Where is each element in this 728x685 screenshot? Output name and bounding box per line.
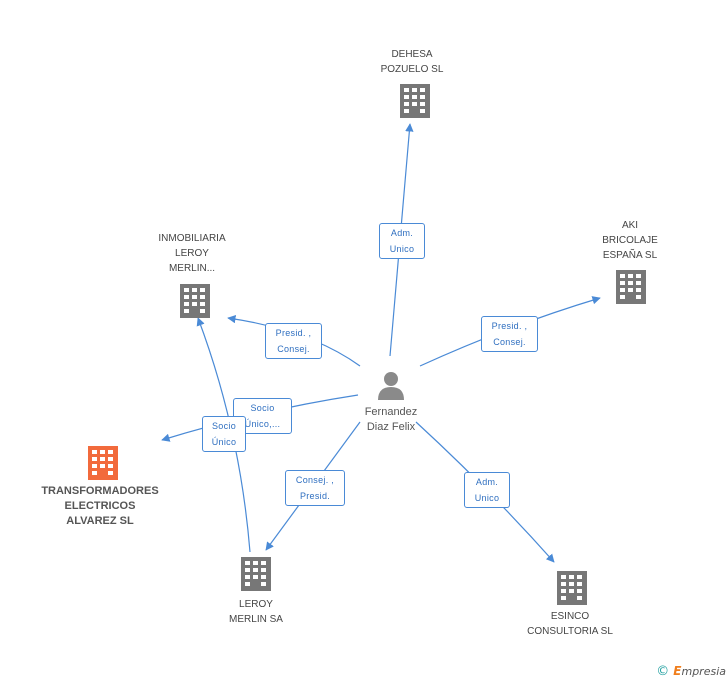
company-label-transformadores[interactable]: TRANSFORMADORES ELECTRICOS ALVAREZ SL (41, 485, 159, 527)
relation-label-inmobiliaria[interactable]: Presid. , Consej. (265, 323, 322, 359)
empresia-logo-text: mpresia (681, 665, 726, 678)
relation-label-aki[interactable]: Presid. , Consej. (481, 316, 538, 352)
relation-label-transformadores[interactable]: Socio Único,... (233, 398, 292, 434)
building-icon-aki[interactable] (615, 270, 647, 304)
copyright-symbol: © (656, 664, 670, 679)
relation-label-esinco[interactable]: Adm. Unico (464, 472, 510, 508)
building-icon-inmobiliaria[interactable] (179, 284, 211, 318)
relation-label-leroy[interactable]: Consej. , Presid. (285, 470, 345, 506)
footer-credit: ©Empresia (656, 664, 726, 679)
empresia-logo-e: E (673, 664, 682, 678)
building-icon-transformadores[interactable] (87, 446, 119, 480)
person-name[interactable]: Fernandez Diaz Felix (364, 406, 418, 433)
building-icon-leroy[interactable] (240, 557, 272, 591)
building-icon-esinco[interactable] (556, 571, 588, 605)
relation-label-leroy-inmobiliaria[interactable]: Socio Único (202, 416, 246, 452)
company-label-dehesa[interactable]: DEHESA POZUELO SL (380, 49, 444, 75)
relation-label-dehesa[interactable]: Adm. Unico (379, 223, 425, 259)
company-label-inmobiliaria[interactable]: INMOBILIARIA LEROY MERLIN... (158, 233, 226, 274)
building-icon-dehesa[interactable] (399, 84, 431, 118)
company-label-leroy[interactable]: LEROY MERLIN SA (229, 599, 283, 625)
company-label-esinco[interactable]: ESINCO CONSULTORIA SL (527, 611, 613, 637)
person-icon[interactable] (376, 370, 406, 400)
company-label-aki[interactable]: AKI BRICOLAJE ESPAÑA SL (602, 220, 658, 261)
